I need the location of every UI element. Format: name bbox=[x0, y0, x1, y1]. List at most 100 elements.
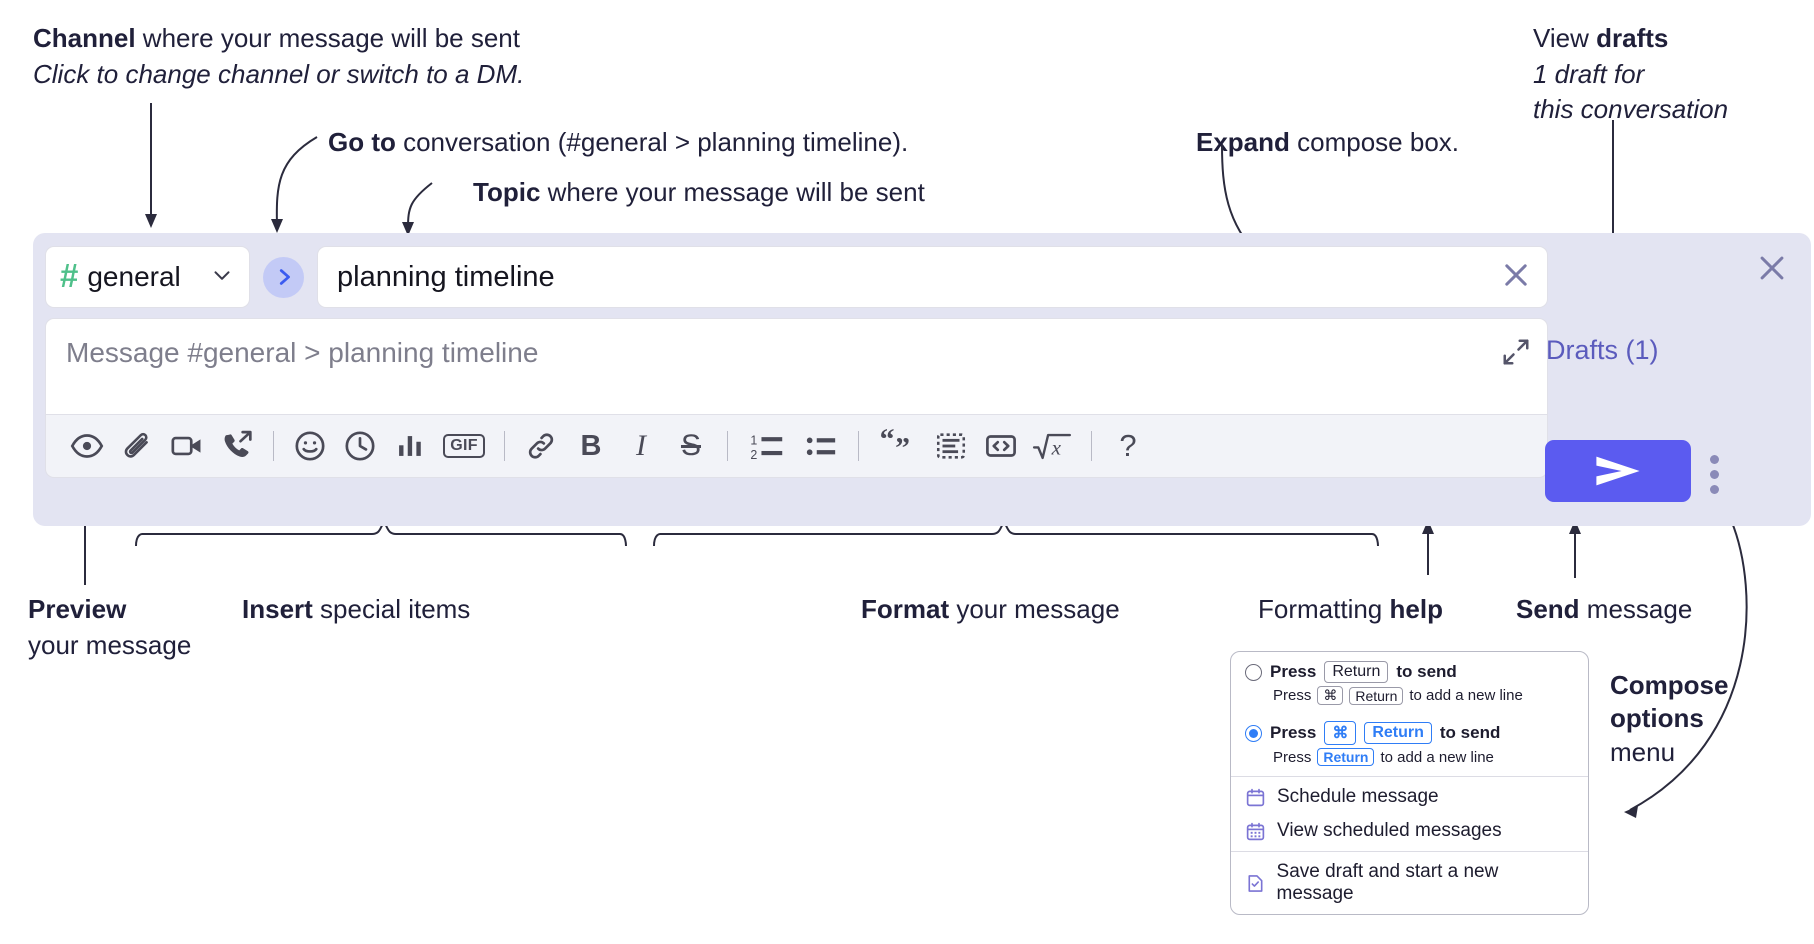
gif-label: GIF bbox=[443, 434, 485, 458]
annotation-insert-bold: Insert bbox=[242, 594, 313, 624]
annotation-format: Format your message bbox=[861, 593, 1120, 626]
bold-label: B bbox=[580, 429, 602, 462]
poll-button[interactable] bbox=[385, 421, 435, 471]
send-option-return[interactable]: Press Return to send Press ⌘ Return to a… bbox=[1231, 652, 1588, 712]
channel-name: general bbox=[87, 261, 181, 292]
annotation-drafts-lead: View bbox=[1533, 23, 1597, 53]
expand-compose-button[interactable] bbox=[1501, 337, 1531, 372]
compose-options-button[interactable] bbox=[1710, 455, 1719, 500]
radio-unselected[interactable] bbox=[1245, 663, 1262, 681]
audio-call-icon bbox=[224, 430, 252, 457]
annotation-send-bold: Send bbox=[1516, 594, 1580, 624]
annotation-preview: Preview your message bbox=[28, 593, 191, 663]
goto-conversation-button[interactable] bbox=[263, 256, 304, 298]
clear-topic-button[interactable] bbox=[1499, 258, 1533, 297]
ordered-list-button[interactable]: 1 2 bbox=[739, 421, 795, 471]
option-sub-tail: to add a new line bbox=[1409, 687, 1523, 704]
channel-select[interactable]: # general bbox=[45, 246, 250, 308]
calendar-icon bbox=[1246, 788, 1265, 806]
kebab-dot bbox=[1710, 470, 1719, 479]
compose-options-menu: Press Return to send Press ⌘ Return to a… bbox=[1230, 651, 1589, 915]
annotation-insert: Insert special items bbox=[242, 593, 470, 626]
code-icon bbox=[986, 435, 1016, 457]
link-button[interactable] bbox=[516, 421, 566, 471]
math-button[interactable]: x bbox=[1026, 421, 1080, 471]
attachment-button[interactable] bbox=[112, 421, 162, 471]
toolbar-divider bbox=[1091, 431, 1092, 461]
compose-panel: # general planning timeline bbox=[33, 233, 1811, 526]
key-return: Return bbox=[1317, 748, 1375, 766]
help-label: ? bbox=[1119, 428, 1137, 463]
reminder-button[interactable] bbox=[335, 421, 385, 471]
annotation-expand-rest: compose box. bbox=[1289, 127, 1460, 157]
blockquote-button[interactable]: “ ” bbox=[870, 421, 926, 471]
annotation-help-bold: help bbox=[1389, 594, 1443, 624]
bold-button[interactable]: B bbox=[566, 421, 616, 471]
blockquote-icon: “ ” bbox=[880, 429, 910, 463]
close-icon bbox=[1760, 256, 1784, 280]
toolbar-divider bbox=[727, 431, 728, 461]
key-return: Return bbox=[1349, 686, 1404, 705]
save-draft-icon bbox=[1248, 874, 1263, 892]
annotation-send-rest: message bbox=[1579, 594, 1693, 624]
annotation-expand-bold: Expand bbox=[1196, 127, 1290, 157]
calendar-grid-icon bbox=[1246, 822, 1265, 840]
annotation-goto-rest: conversation (#general > planning timeli… bbox=[395, 127, 909, 157]
close-panel-button[interactable] bbox=[1755, 251, 1789, 290]
svg-text:x: x bbox=[1051, 435, 1062, 459]
poll-icon bbox=[399, 436, 421, 456]
send-option-cmd-return[interactable]: Press ⌘ Return to send Press Return to a… bbox=[1231, 712, 1588, 776]
italic-button[interactable]: I bbox=[616, 421, 666, 471]
annotation-goto-bold: Go to bbox=[328, 127, 396, 157]
menu-item-save-draft[interactable]: Save draft and start a new message bbox=[1231, 852, 1588, 914]
menu-item-view-scheduled[interactable]: View scheduled messages bbox=[1231, 817, 1588, 851]
formatting-help-button[interactable]: ? bbox=[1103, 421, 1153, 471]
link-icon bbox=[528, 433, 554, 459]
code-block-icon bbox=[936, 433, 966, 459]
drafts-link[interactable]: Drafts (1) bbox=[1546, 335, 1659, 365]
toolbar-divider bbox=[273, 431, 274, 461]
compose-top-row: # general planning timeline bbox=[45, 246, 1548, 308]
option-press-label: Press bbox=[1270, 662, 1317, 681]
svg-text:2: 2 bbox=[750, 448, 757, 462]
code-block-button[interactable] bbox=[926, 421, 976, 471]
audio-clip-button[interactable] bbox=[212, 421, 262, 471]
strikethrough-button[interactable]: S bbox=[666, 421, 716, 471]
gif-button[interactable]: GIF bbox=[435, 421, 493, 471]
message-input[interactable]: Message #general > planning timeline bbox=[45, 318, 1548, 415]
toolbar-divider bbox=[858, 431, 859, 461]
radio-selected[interactable] bbox=[1245, 724, 1262, 742]
video-clip-button[interactable] bbox=[162, 421, 212, 471]
chevron-right-icon bbox=[279, 269, 290, 285]
menu-item-schedule-message[interactable]: Schedule message bbox=[1231, 777, 1588, 817]
annotation-drafts-italic-1: 1 draft for bbox=[1533, 59, 1645, 90]
option-press-label: Press bbox=[1270, 723, 1317, 742]
menu-divider bbox=[1231, 851, 1588, 852]
annotation-format-rest: your message bbox=[949, 594, 1120, 624]
send-button[interactable] bbox=[1545, 440, 1691, 502]
annotation-send: Send message bbox=[1516, 593, 1692, 626]
annotation-compose-bold-2: options bbox=[1610, 703, 1704, 734]
svg-text:”: ” bbox=[895, 431, 910, 463]
bulleted-list-icon bbox=[806, 437, 836, 456]
annotation-topic: Topic where your message will be sent bbox=[473, 176, 925, 209]
emoji-button[interactable] bbox=[285, 421, 335, 471]
annotation-topic-bold: Topic bbox=[473, 177, 541, 207]
strikethrough-label: S bbox=[680, 429, 701, 462]
preview-button[interactable] bbox=[62, 421, 112, 471]
annotation-drafts-bold: drafts bbox=[1596, 23, 1669, 53]
annotation-compose-options: Compose options menu bbox=[1610, 669, 1728, 769]
chevron-down-icon bbox=[209, 262, 235, 293]
svg-text:“: “ bbox=[880, 429, 895, 456]
option-to-send-label: to send bbox=[1439, 723, 1501, 742]
expand-icon bbox=[1503, 339, 1529, 365]
annotation-compose-bold-1: Compose bbox=[1610, 670, 1729, 700]
topic-field[interactable]: planning timeline bbox=[317, 246, 1548, 308]
math-icon: x bbox=[1032, 433, 1071, 459]
annotation-channel-rest: where your message will be sent bbox=[135, 23, 520, 53]
bulleted-list-button[interactable] bbox=[795, 421, 847, 471]
code-button[interactable] bbox=[976, 421, 1026, 471]
kebab-dot bbox=[1710, 455, 1719, 464]
annotation-help-lead: Formatting bbox=[1258, 594, 1390, 624]
close-icon bbox=[1505, 263, 1527, 286]
